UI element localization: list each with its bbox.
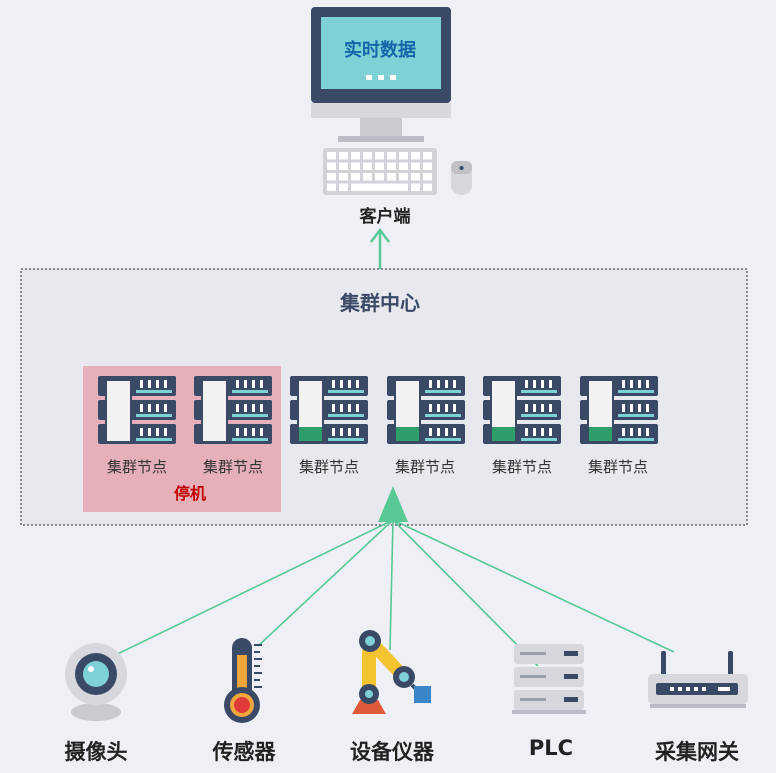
node-label: 集群节点 [202,458,263,476]
keyboard-icon [323,148,437,195]
mouse-icon [451,161,472,195]
line-gateway [392,519,675,653]
server-node-icon [387,376,465,444]
node-label: 集群节点 [298,458,359,476]
device-label-plc: PLC [528,736,574,760]
device-label-camera: 摄像头 [64,740,128,764]
monitor-icon [311,7,451,142]
thermometer-icon [224,638,262,723]
server-node-icon [290,376,368,444]
line-plc [392,519,539,667]
node-label: 集群节点 [394,458,455,476]
server-node-icon [580,376,658,444]
device-label-instrument: 设备仪器 [350,740,434,764]
node-label: 集群节点 [587,458,648,476]
device-label-gateway: 采集网关 [655,740,739,764]
router-icon [648,651,748,708]
server-node-icon [483,376,561,444]
line-camera [96,519,394,665]
device-label-sensor: 传感器 [212,740,276,764]
server-node-icon [98,376,176,444]
node-label: 集群节点 [491,458,552,476]
node-label: 集群节点 [106,458,167,476]
client-label: 客户端 [359,207,411,227]
server-rack-icon [512,644,586,714]
cluster-title: 集群中心 [340,291,420,315]
robot-arm-icon [352,630,431,714]
screen-title: 实时数据 [344,40,416,61]
device-connections [96,519,675,667]
cluster-input-arrow [378,486,408,522]
camera-icon [65,643,127,721]
line-instrument [389,519,394,651]
line-sensor [257,519,394,647]
stopped-label: 停机 [173,484,206,503]
server-node-icon [194,376,272,444]
